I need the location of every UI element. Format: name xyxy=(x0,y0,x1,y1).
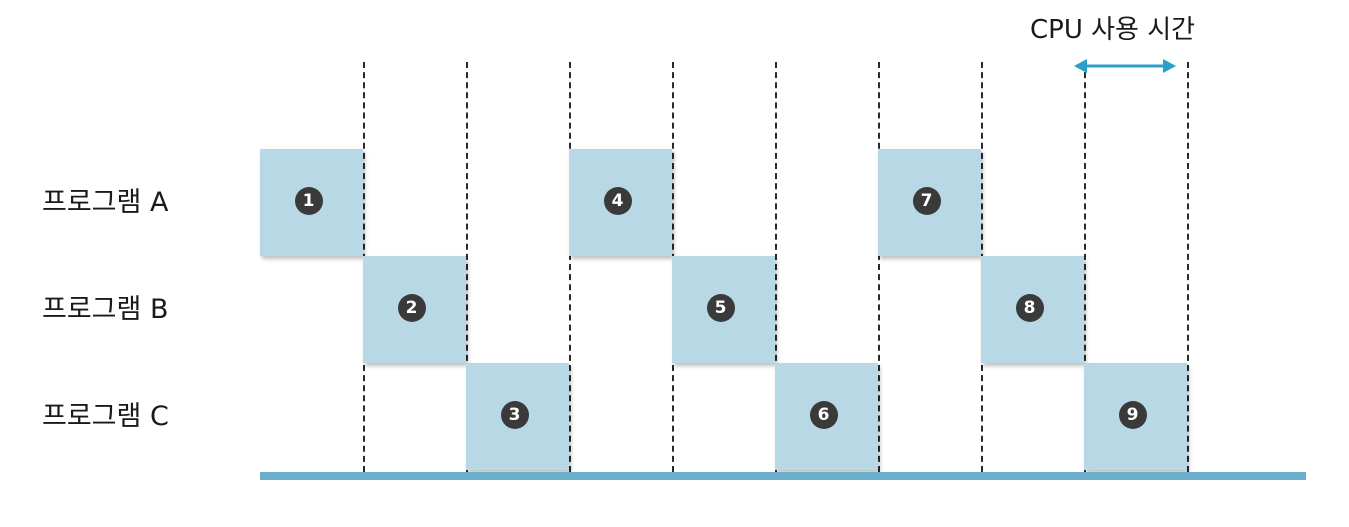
time-slot: 9 xyxy=(1084,363,1187,470)
time-slot: 3 xyxy=(466,363,569,470)
slot-number-badge: 8 xyxy=(1015,293,1044,322)
row-label-program-a: 프로그램 A xyxy=(42,186,169,218)
time-slot: 6 xyxy=(775,363,878,470)
slot-number-badge: 6 xyxy=(809,400,838,429)
slot-number-badge: 2 xyxy=(397,293,426,322)
slot-number-badge: 3 xyxy=(500,400,529,429)
slot-number-badge: 1 xyxy=(294,186,323,215)
time-divider-line xyxy=(878,62,880,472)
time-divider-line xyxy=(1187,62,1189,472)
cpu-time-label: CPU 사용 시간 xyxy=(1030,15,1196,45)
time-slot: 5 xyxy=(672,256,775,363)
slot-number-badge: 4 xyxy=(603,186,632,215)
time-slot: 4 xyxy=(569,149,672,256)
timeline-baseline xyxy=(260,472,1306,480)
slot-number-badge: 9 xyxy=(1118,400,1147,429)
time-slot: 1 xyxy=(260,149,363,256)
time-divider-line xyxy=(569,62,571,472)
cpu-time-double-arrow-icon xyxy=(1074,59,1176,73)
row-label-program-b: 프로그램 B xyxy=(42,293,169,325)
time-slot: 8 xyxy=(981,256,1084,363)
time-slot: 7 xyxy=(878,149,981,256)
time-divider-line xyxy=(775,62,777,472)
slot-number-badge: 7 xyxy=(912,186,941,215)
time-divider-line xyxy=(466,62,468,472)
time-slot: 2 xyxy=(363,256,466,363)
row-label-program-c: 프로그램 C xyxy=(42,400,169,432)
time-divider-line xyxy=(1084,62,1086,472)
slot-number-badge: 5 xyxy=(706,293,735,322)
